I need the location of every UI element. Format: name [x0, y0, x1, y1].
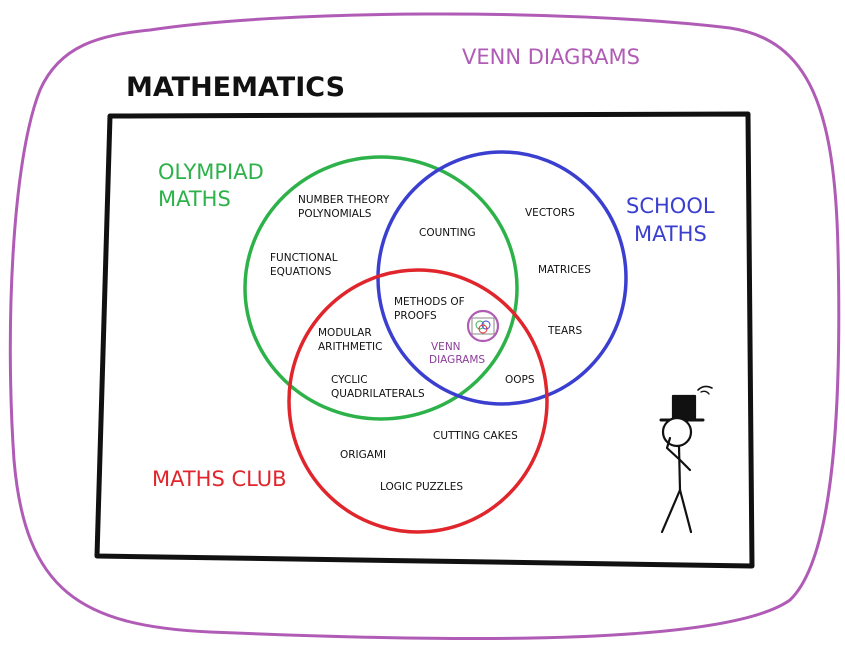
region-label: MATRICES	[538, 264, 591, 276]
region-label-venn: DIAGRAMS	[429, 354, 485, 366]
region-label: NUMBER THEORY	[298, 194, 390, 206]
mathematics-boundary	[94, 111, 755, 569]
region-label: CYCLIC	[331, 374, 368, 386]
maths-club-circle	[287, 268, 549, 534]
region-label: CUTTING CAKES	[433, 430, 518, 442]
region-label: POLYNOMIALS	[298, 208, 372, 220]
region-label: VECTORS	[525, 207, 575, 219]
venn-diagrams-outer-boundary	[8, 12, 841, 641]
venn-diagrams-outer-label: VENN DIAGRAMS	[462, 45, 640, 69]
recursive-venn-icon	[466, 309, 500, 343]
region-label: LOGIC PUZZLES	[380, 481, 463, 493]
region-label: OOPS	[505, 374, 535, 386]
region-label: MODULAR	[318, 327, 372, 339]
region-label: QUADRILATERALS	[331, 388, 425, 400]
region-label-venn: VENN	[431, 341, 461, 353]
school-label-line1: SCHOOL	[626, 194, 715, 218]
region-label: PROOFS	[394, 310, 437, 322]
region-label: ORIGAMI	[340, 449, 386, 461]
region-label: FUNCTIONAL	[270, 252, 338, 264]
region-label: EQUATIONS	[270, 266, 332, 278]
olympiad-maths-circle	[243, 155, 519, 421]
olympiad-label-line1: OLYMPIAD	[158, 160, 264, 184]
olympiad-label-line2: MATHS	[158, 187, 231, 211]
region-label: ARITHMETIC	[318, 341, 382, 353]
school-maths-circle	[376, 150, 628, 406]
region-label: COUNTING	[419, 227, 476, 239]
region-label: METHODS OF	[394, 296, 465, 308]
mathematics-label: MATHEMATICS	[126, 72, 345, 103]
maths-club-label: MATHS CLUB	[152, 467, 287, 491]
school-label-line2: MATHS	[634, 222, 707, 246]
stick-figure-top-hat	[659, 385, 713, 534]
region-label: TEARS	[547, 325, 583, 337]
